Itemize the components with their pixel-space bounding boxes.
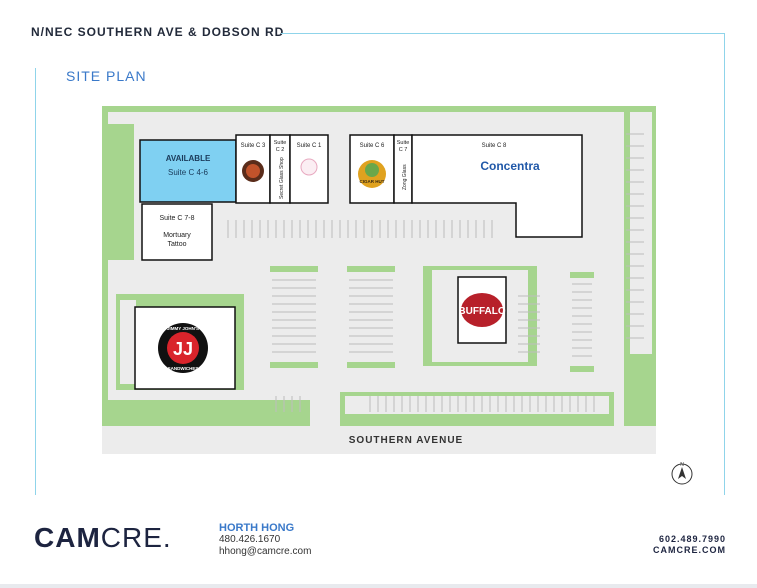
company-contact: 602.489.7990 CAMCRE.COM (653, 534, 726, 556)
east-pavement (630, 112, 652, 374)
suite-c78-tenant: Tattoo (167, 241, 186, 248)
agent-contact: HORTH HONG 480.426.1670 hhong@camcre.com (219, 522, 311, 558)
jimmy-johns-ring-text: SANDWICHES (168, 366, 199, 371)
jimmy-johns-logo-icon (167, 332, 199, 364)
pavement-inner (120, 300, 136, 384)
frame-right-line (724, 33, 725, 495)
landscape-island (270, 362, 318, 368)
landscape-island (570, 272, 594, 278)
suite-c2-label: C 2 (276, 147, 285, 153)
landscape-island (347, 362, 395, 368)
pavement-inner (345, 396, 609, 414)
suite-c8 (411, 134, 583, 238)
agent-name: HORTH HONG (219, 522, 295, 534)
available-label: AVAILABLE (166, 154, 211, 163)
suite-c2-label: Suite (274, 140, 287, 146)
frame-left-line (35, 68, 36, 495)
suite-c78-label: Suite C 7-8 (159, 215, 194, 222)
suite-available (139, 139, 237, 203)
company-phone[interactable]: 602.489.7990 (658, 534, 726, 544)
suite-c3-logo-icon (246, 164, 260, 178)
suite-c78-tenant: Mortuary (163, 232, 191, 239)
compass-label: N (680, 462, 684, 468)
parking-stalls (227, 133, 644, 412)
suite-c3-label: Suite C 3 (241, 143, 266, 149)
suite-c1-label: Suite C 1 (297, 143, 322, 149)
suite-c8-label: Suite C 8 (482, 143, 507, 149)
concentra-logo: Concentra (480, 159, 540, 173)
suite-c78 (141, 203, 213, 261)
jimmy-johns-ring-text: JIMMY JOHN'S (167, 326, 199, 331)
street-label: SOUTHERN AVENUE (349, 435, 463, 446)
cigar-logo-icon (365, 163, 379, 177)
site-plan-map: AVAILABLE Suite C 4-6 Suite C 7-8 Mortua… (100, 104, 660, 460)
cigar-logo-text: CIGAR HUT (360, 179, 385, 184)
buffalo-logo-icon (461, 293, 503, 327)
agent-phone[interactable]: 480.426.1670 (219, 534, 281, 545)
north-arrow-icon: N (671, 462, 693, 485)
suite-c7-tenant: Zong Glass (402, 164, 408, 190)
footer-rule (0, 584, 757, 588)
jimmy-johns-logo-text: JJ (173, 339, 193, 359)
header-divider (281, 33, 725, 34)
suite-c7-label: Suite (397, 140, 410, 146)
landscape-strip (626, 354, 656, 426)
agent-email[interactable]: hhong@camcre.com (219, 546, 312, 557)
section-title: SITE PLAN (66, 68, 147, 84)
company-logo: CAMCRE. (34, 524, 172, 552)
landscape-island (270, 266, 318, 272)
company-logo-part1: CAM (34, 522, 101, 553)
available-suite-label: Suite C 4-6 (168, 168, 209, 177)
suite-c2-tenant: Secret Glass Shop (279, 157, 285, 199)
landscape-strip (102, 400, 310, 426)
buffalo-logo-text: BUFFALO (458, 306, 505, 317)
company-logo-part2: CRE. (100, 522, 172, 553)
landscape-strip (106, 124, 134, 260)
street-area (102, 426, 656, 454)
company-website[interactable]: CAMCRE.COM (653, 545, 726, 555)
suite-c7-label: C 7 (399, 147, 408, 153)
landscape-island (347, 266, 395, 272)
suite-c6-label: Suite C 6 (360, 143, 385, 149)
suite-c1-logo-icon (300, 158, 318, 176)
page-header-title: N/NEC SOUTHERN AVE & DOBSON RD (31, 25, 285, 39)
landscape-island (570, 366, 594, 372)
